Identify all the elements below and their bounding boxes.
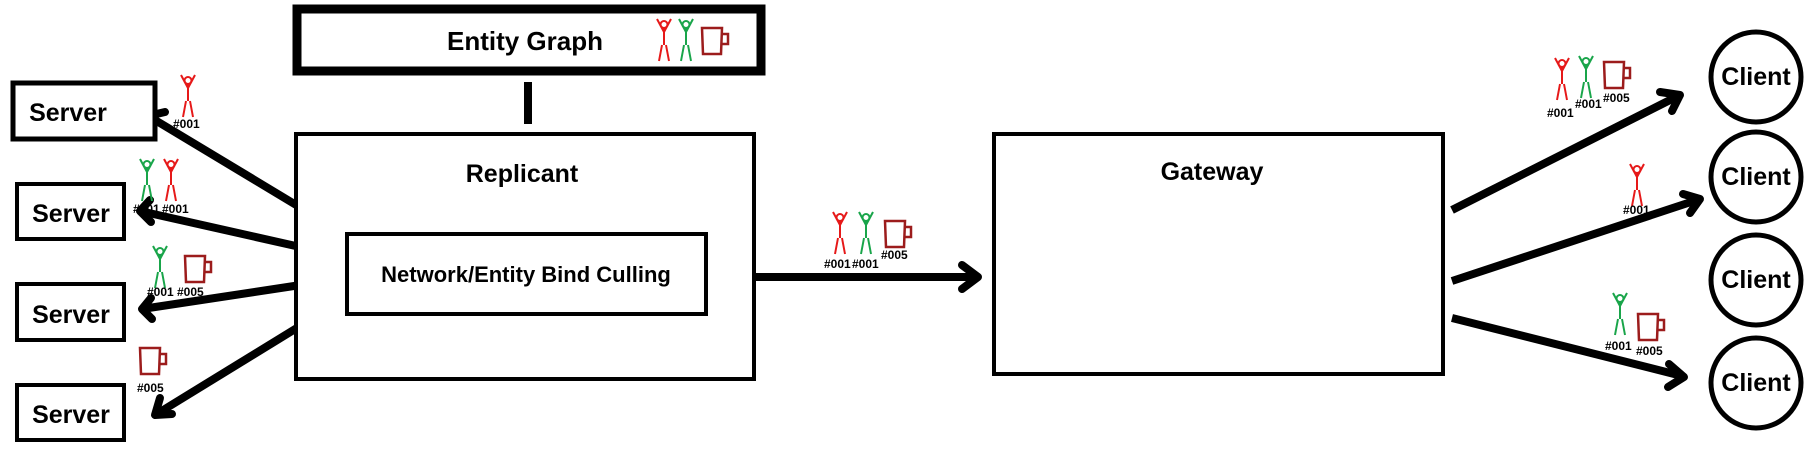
payload-tag: #001 <box>1605 339 1632 353</box>
person-icon-green <box>1612 292 1628 336</box>
payload-server-3: #001 #005 <box>147 245 213 299</box>
client-node[interactable]: Client <box>1708 129 1804 225</box>
server-label: Server <box>32 401 110 429</box>
payload-tag: #001 <box>824 257 851 271</box>
mug-icon <box>183 254 213 284</box>
server-node[interactable]: Server <box>15 282 126 342</box>
payload-server-2: #001 #001 <box>133 158 189 216</box>
payload-gateway-link: #001 #001 #005 <box>824 211 913 271</box>
arrow-to-client-1 <box>1450 93 1678 214</box>
gateway-label: Gateway <box>1161 158 1264 186</box>
server-label: Server <box>32 200 110 228</box>
person-icon-red <box>180 74 196 118</box>
bind-culling-node[interactable]: Network/Entity Bind Culling <box>345 232 708 316</box>
server-node[interactable]: Server <box>15 383 126 442</box>
arrowhead-client-3 <box>1664 360 1688 391</box>
person-icon-green <box>152 245 168 289</box>
payload-tag: #001 <box>162 202 189 216</box>
payload-tag: #001 <box>173 117 200 131</box>
client-node[interactable]: Client <box>1708 335 1804 431</box>
payload-tag: #005 <box>177 285 204 299</box>
person-icon-red <box>1629 163 1645 207</box>
client-node[interactable]: Client <box>1708 232 1804 328</box>
server-node[interactable]: Server <box>10 80 158 142</box>
person-icon-green <box>1578 55 1594 99</box>
replicant-label: Replicant <box>466 160 579 188</box>
entity-graph-node[interactable]: Entity Graph <box>292 4 766 76</box>
payload-tag: #001 <box>852 257 879 271</box>
entity-graph-label: Entity Graph <box>447 26 603 56</box>
client-label: Client <box>1721 369 1791 397</box>
payload-server-4: #005 <box>137 346 168 395</box>
arrowhead-client-2 <box>1679 190 1704 217</box>
payload-tag: #005 <box>137 381 164 395</box>
payload-tag: #001 <box>1623 203 1650 217</box>
payload-client-2: #001 <box>1623 163 1650 217</box>
person-icon-green <box>139 158 155 202</box>
arrowhead-server-4 <box>151 394 176 419</box>
client-label: Client <box>1721 266 1791 294</box>
payload-tag: #001 <box>1575 97 1602 111</box>
arrow-to-client-3 <box>1451 314 1683 380</box>
client-label: Client <box>1721 63 1791 91</box>
server-label: Server <box>32 301 110 329</box>
bind-culling-label: Network/Entity Bind Culling <box>381 262 671 287</box>
gateway-node[interactable]: Gateway <box>992 132 1445 376</box>
arrowhead-gateway <box>958 261 982 293</box>
payload-tag: #005 <box>1603 91 1630 105</box>
server-label: Server <box>29 99 107 127</box>
person-icon-green <box>858 211 874 255</box>
payload-tag: #001 <box>1547 106 1574 120</box>
arrowhead-server-2 <box>136 196 155 226</box>
arrow-to-client-2 <box>1450 196 1699 285</box>
client-node[interactable]: Client <box>1708 29 1804 125</box>
payload-tag: #005 <box>881 248 908 262</box>
mug-icon <box>1636 312 1666 342</box>
mug-icon <box>1602 60 1632 90</box>
payload-tag: #001 <box>147 285 174 299</box>
payload-tag: #005 <box>1636 344 1663 358</box>
person-icon-red <box>163 158 179 202</box>
arrowhead-server-3 <box>138 294 156 323</box>
payload-server-1: #001 <box>173 74 200 131</box>
person-icon-red <box>1554 57 1570 101</box>
payload-client-4: #001 #005 <box>1605 292 1666 358</box>
arrowhead-client-1 <box>1656 88 1684 115</box>
mug-icon <box>883 219 913 249</box>
client-label: Client <box>1721 163 1791 191</box>
payload-tag: #001 <box>133 202 160 216</box>
payload-client-1: #001 #001 #005 <box>1547 55 1632 120</box>
person-icon-red <box>832 211 848 255</box>
mug-icon <box>138 346 168 376</box>
server-node[interactable]: Server <box>15 182 126 241</box>
